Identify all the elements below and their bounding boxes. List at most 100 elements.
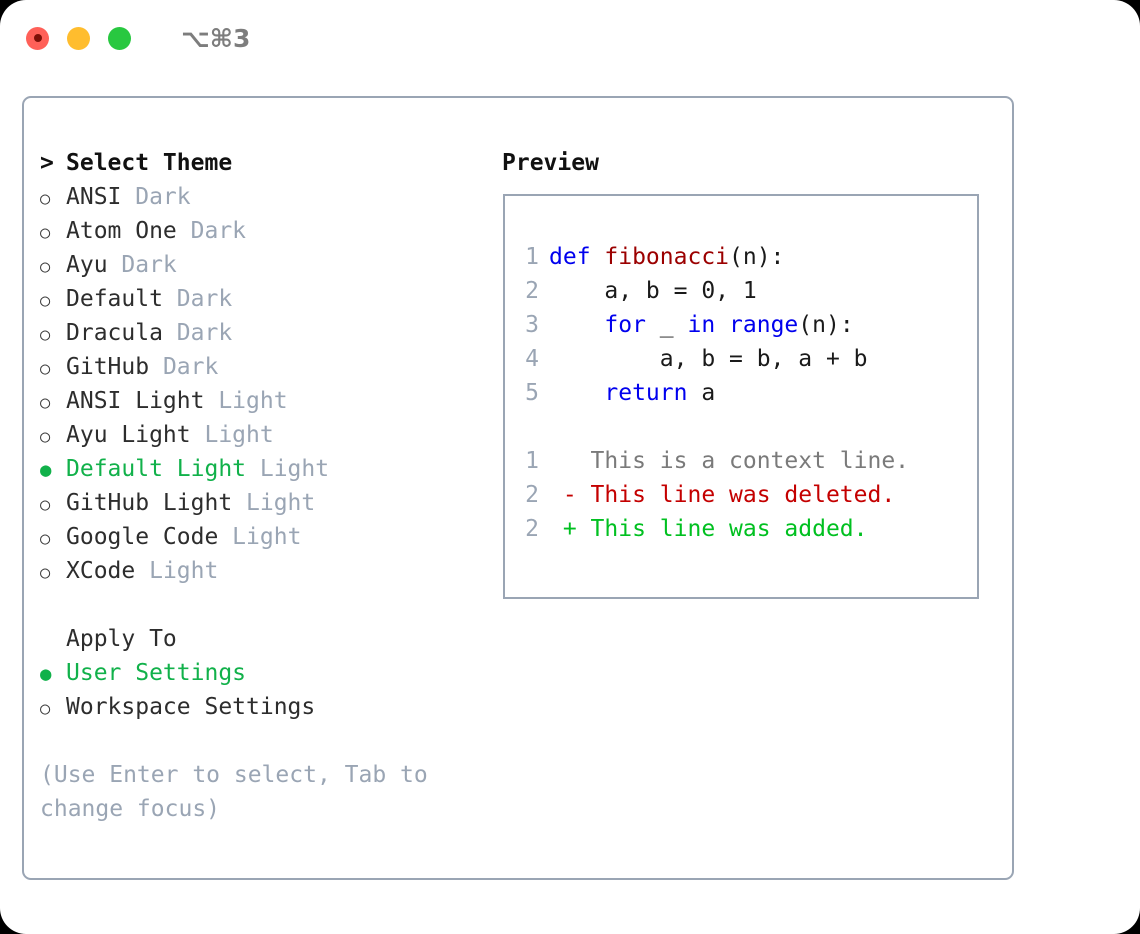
code-line: 1 def fibonacci(n): — [505, 240, 977, 274]
diff-line-ctx: 1 This is a context line. — [505, 444, 977, 478]
theme-option-ansi-light[interactable]: ○ANSI Light Light — [40, 384, 494, 418]
theme-option-variant: Light — [246, 456, 330, 482]
theme-option-xcode[interactable]: ○ XCode Light — [40, 554, 494, 588]
code-line-number: 5 — [525, 380, 539, 406]
code-line-number: 1 — [525, 244, 539, 270]
code-token-plain: a, b = b, a + b — [549, 346, 868, 372]
diff-line-number: 1 — [525, 448, 539, 474]
radio-unselected-icon: ○ — [40, 257, 51, 277]
code-token-plain: a — [687, 380, 716, 406]
page-title: Select Theme — [66, 150, 233, 176]
theme-option-ayu[interactable]: ○ Ayu Dark — [40, 248, 494, 282]
apply-to-label: Apply To — [66, 626, 177, 652]
apply-to-option-label: User Settings — [66, 660, 247, 686]
theme-option-ansi[interactable]: ○ ANSI Dark — [40, 180, 494, 214]
apply-to-list: ● User Settings ○Workspace Settings — [40, 656, 494, 724]
theme-option-github[interactable]: ○GitHub Dark — [40, 350, 494, 384]
theme-list: ○ ANSI Dark ○ Atom One Dark ○ Ayu Dark ○ Defaul… — [40, 180, 494, 588]
theme-selection-pane: > Select Theme ○ANSI Dark○Atom One Dark○… — [24, 98, 494, 878]
radio-unselected-icon: ○ — [40, 699, 51, 719]
theme-option-google-code[interactable]: ○Google Code Light — [40, 520, 494, 554]
theme-option-label: ANSI Light — [66, 388, 205, 414]
apply-to-option-user-settings[interactable]: ● User Settings — [40, 656, 494, 690]
code-line: 4 a, b = b, a + b — [505, 342, 977, 376]
theme-option-label: Google Code — [66, 524, 219, 550]
theme-option-variant: Dark — [107, 252, 177, 278]
theme-option-github-light[interactable]: ○ GitHub Light Light — [40, 486, 494, 520]
prompt-caret-icon: > — [40, 150, 54, 176]
theme-option-ayu-light[interactable]: ○ Ayu Light Light — [40, 418, 494, 452]
code-line-text: a, b = 0, 1 — [549, 274, 757, 308]
code-token-fn: fibonacci — [604, 244, 730, 270]
theme-option-label: Dracula — [66, 320, 163, 346]
code-token-kw: range — [729, 312, 799, 338]
theme-option-variant: Light — [190, 422, 274, 448]
preview-spacer — [505, 410, 977, 444]
theme-option-atom-one[interactable]: ○Atom One Dark — [40, 214, 494, 248]
code-line-text: def fibonacci(n): — [549, 240, 784, 274]
code-line-number: 2 — [525, 278, 539, 304]
code-line-text: for _ in range(n): — [549, 308, 854, 342]
radio-unselected-icon: ○ — [40, 563, 51, 583]
window-content: > Select Theme ○ANSI Dark○Atom One Dark○… — [24, 98, 1012, 878]
theme-option-variant: Dark — [162, 286, 233, 312]
apply-to-option-workspace-settings[interactable]: ○Workspace Settings — [40, 690, 494, 724]
theme-option-variant: Light — [135, 558, 219, 584]
theme-option-variant: Dark — [149, 354, 219, 380]
minimize-button[interactable] — [67, 26, 90, 50]
code-token-kw: return — [604, 380, 688, 406]
diff-sample: 1 This is a context line.2 - This line w… — [505, 444, 977, 546]
code-token-plain: a, b = 0, 1 — [549, 278, 757, 304]
traffic-lights — [26, 26, 131, 50]
theme-option-label: Ayu — [66, 252, 108, 278]
code-line-text: a, b = b, a + b — [549, 342, 868, 376]
theme-option-dracula[interactable]: ○ Dracula Dark — [40, 316, 494, 350]
code-token-plain: _ — [645, 312, 688, 338]
preview-title: Preview — [502, 150, 599, 176]
radio-unselected-icon: ○ — [40, 189, 51, 209]
theme-option-label: ANSI — [66, 184, 122, 210]
radio-unselected-icon: ○ — [40, 495, 51, 515]
code-line: 2 a, b = 0, 1 — [505, 274, 977, 308]
theme-option-variant: Light — [204, 388, 288, 414]
code-token-plain — [549, 312, 604, 338]
radio-unselected-icon: ○ — [40, 223, 51, 243]
radio-unselected-icon: ○ — [40, 325, 51, 345]
select-theme-header: > Select Theme — [40, 146, 494, 180]
theme-option-label: Ayu Light — [66, 422, 191, 448]
radio-unselected-icon: ○ — [40, 291, 51, 311]
list-spacer — [40, 588, 494, 622]
theme-option-label: Default — [66, 286, 163, 312]
theme-option-variant: Light — [218, 524, 302, 550]
theme-option-default-light[interactable]: ● Default Light Light — [40, 452, 494, 486]
radio-unselected-icon: ○ — [40, 359, 51, 379]
diff-line-add: 2 + This line was added. — [505, 512, 977, 546]
diff-line-text: - This line was deleted. — [549, 482, 896, 508]
theme-option-label: GitHub Light — [66, 490, 233, 516]
diff-line-del: 2 - This line was deleted. — [505, 478, 977, 512]
theme-option-default[interactable]: ○ Default Dark — [40, 282, 494, 316]
keyboard-hint-text: (Use Enter to select, Tab to change focu… — [40, 762, 428, 822]
close-button[interactable] — [26, 26, 49, 50]
window-titlebar: ⌥⌘3 — [0, 0, 1140, 76]
diff-line-number: 2 — [525, 516, 539, 542]
radio-selected-icon: ● — [40, 663, 52, 685]
code-line: 3 for _ in range(n): — [505, 308, 977, 342]
code-line-text: return a — [549, 376, 715, 410]
code-token-plain — [715, 312, 729, 338]
theme-option-label: Default Light — [66, 456, 247, 482]
theme-option-label: XCode — [66, 558, 136, 584]
maximize-button[interactable] — [108, 26, 131, 50]
theme-option-label: Atom One — [66, 218, 177, 244]
code-token-plain — [549, 380, 604, 406]
main-window-frame: > Select Theme ○ANSI Dark○Atom One Dark○… — [22, 96, 1014, 880]
radio-unselected-icon: ○ — [40, 427, 51, 447]
radio-selected-icon: ● — [40, 459, 52, 481]
code-token-plain: (n): — [798, 312, 854, 338]
code-token-kw: def — [549, 244, 605, 270]
theme-option-variant: Light — [232, 490, 316, 516]
theme-option-variant: Dark — [121, 184, 191, 210]
theme-option-variant: Dark — [162, 320, 233, 346]
